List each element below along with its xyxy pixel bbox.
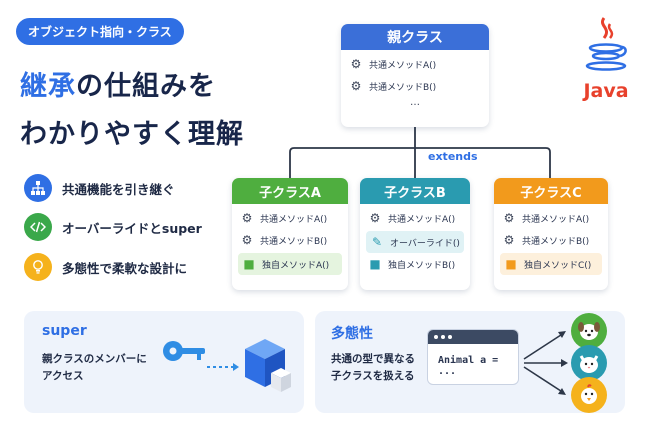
cube-icon: ■ — [243, 257, 255, 271]
bird-icon — [571, 377, 607, 413]
code-window: Animal a = ... — [427, 329, 519, 385]
gear-icon: ⚙ — [503, 211, 515, 225]
key-icon — [163, 341, 205, 361]
code-window-titlebar — [428, 330, 518, 344]
hierarchy-icon — [24, 174, 52, 202]
category-tag: オブジェクト指向・クラス — [16, 18, 184, 45]
child-class-a-box: 子クラスA ⚙共通メソッドA() ⚙共通メソッドB() ■独自メソッドA() — [232, 178, 348, 290]
java-logo: Java — [576, 14, 636, 104]
parent-class-box: 親クラス ⚙共通メソッドA() ⚙共通メソッドB() … — [341, 24, 489, 127]
java-logo-text: Java — [583, 80, 629, 102]
feature-label: 共通機能を引き継ぐ — [62, 181, 175, 197]
own-method-row: ■独自メソッドA() — [238, 253, 342, 275]
parent-ellipsis: … — [410, 97, 420, 108]
method-row: ⚙共通メソッドB() — [503, 233, 590, 247]
feature-label: 多態性で柔軟な設計に — [62, 260, 188, 276]
method-row: ⚙共通メソッドB() — [241, 233, 328, 247]
own-method-row: ■独自メソッドC() — [500, 253, 602, 275]
parent-method-row: ⚙共通メソッドA() — [350, 57, 437, 71]
gear-icon: ⚙ — [350, 57, 362, 71]
extends-label: extends — [428, 150, 478, 163]
method-row: ⚙共通メソッドA() — [503, 211, 590, 225]
cat-icon — [571, 345, 607, 381]
pencil-icon: ✎ — [371, 235, 383, 249]
polymorphism-arrows — [523, 331, 568, 395]
child-class-b-box: 子クラスB ⚙共通メソッドA() ✎オーバーライド() ■独自メソッドB() — [360, 178, 470, 290]
page-title-line2: わかりやすく理解 — [20, 119, 244, 150]
cube-icon — [245, 339, 291, 392]
feature-item-inherit: 共通機能を引き継ぐ — [24, 174, 175, 202]
title-accent: 継承 — [20, 71, 76, 102]
key-cube-illustration — [163, 339, 291, 392]
cube-icon: ■ — [505, 257, 517, 271]
method-row: ⚙共通メソッドA() — [369, 211, 456, 225]
super-panel-text: 親クラスのメンバーに アクセス — [42, 353, 147, 382]
gear-icon: ⚙ — [241, 233, 253, 247]
gear-icon: ⚙ — [503, 233, 515, 247]
coffee-cup-icon — [585, 17, 627, 71]
feature-item-override: オーバーライドとsuper — [24, 213, 202, 241]
feature-item-polymorphism: 多態性で柔軟な設計に — [24, 253, 187, 281]
feature-label: オーバーライドとsuper — [62, 220, 202, 236]
child-class-c-box: 子クラスC ⚙共通メソッドA() ⚙共通メソッドB() ■独自メソッドC() — [494, 178, 608, 290]
parent-class-title: 親クラス — [341, 24, 489, 50]
child-class-c-title: 子クラスC — [494, 178, 608, 204]
gear-icon: ⚙ — [350, 79, 362, 93]
child-class-a-title: 子クラスA — [232, 178, 348, 204]
super-panel-title: super — [42, 323, 87, 339]
super-panel: super 親クラスのメンバーに アクセス — [24, 311, 304, 413]
polymorphism-panel-text: 共通の型で異なる 子クラスを扱える — [331, 353, 415, 382]
code-icon — [24, 213, 52, 241]
page-title-line1: 継承の仕組みを — [20, 64, 216, 103]
code-snippet: Animal a = ... — [438, 355, 499, 377]
method-row: ⚙共通メソッドA() — [241, 211, 328, 225]
dog-icon — [571, 313, 607, 349]
cube-icon: ■ — [369, 257, 381, 271]
polymorphism-panel: 多態性 共通の型で異なる 子クラスを扱える Animal a = ... — [315, 311, 625, 413]
own-method-row: ■独自メソッドB() — [369, 257, 456, 271]
gear-icon: ⚙ — [369, 211, 381, 225]
override-method-row: ✎オーバーライド() — [366, 231, 464, 253]
parent-method-row: ⚙共通メソッドB() — [350, 79, 437, 93]
child-class-b-title: 子クラスB — [360, 178, 470, 204]
title-rest: の仕組みを — [76, 71, 216, 102]
polymorphism-panel-title: 多態性 — [331, 326, 373, 342]
lightbulb-icon — [24, 253, 52, 281]
gear-icon: ⚙ — [241, 211, 253, 225]
